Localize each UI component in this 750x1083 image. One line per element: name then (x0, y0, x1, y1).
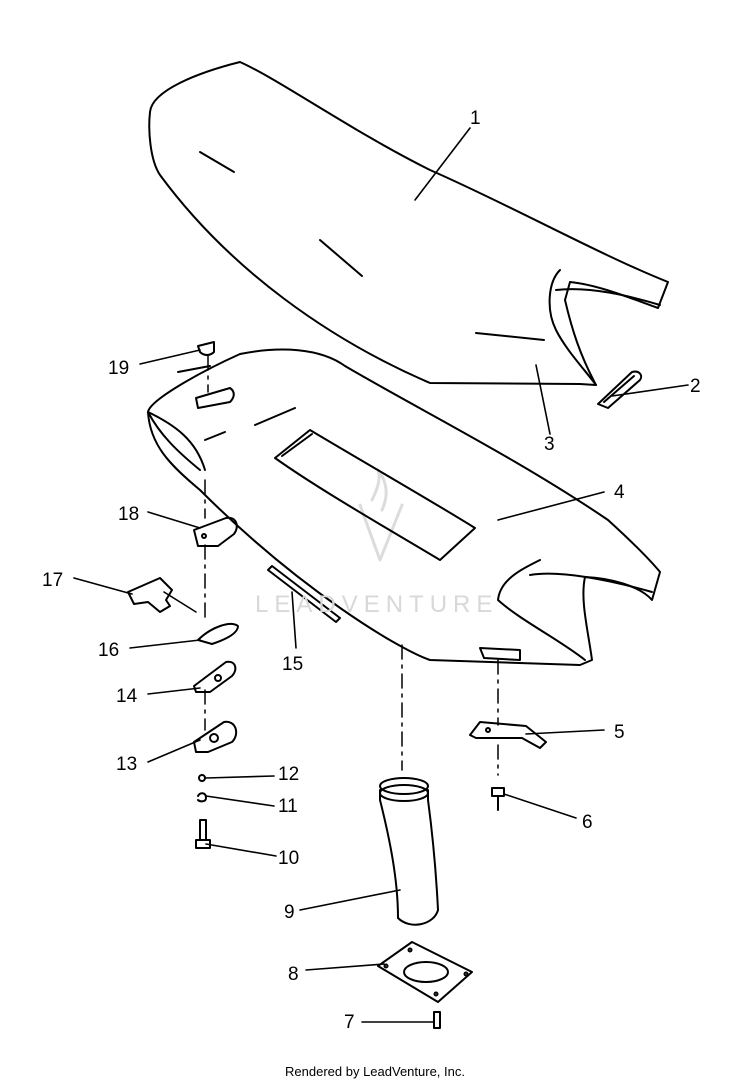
part-1-seat (148, 61, 669, 386)
part-7-screw (433, 1011, 441, 1029)
part-4-seat-base (147, 348, 661, 666)
part-17-latch (127, 577, 173, 613)
callout-9: 9 (284, 902, 295, 923)
part-15-strip (267, 565, 341, 623)
callout-7: 7 (344, 1012, 355, 1033)
callout-13: 13 (116, 754, 137, 775)
callout-5: 5 (614, 722, 625, 743)
part-6-screw (491, 787, 505, 811)
callout-16: 16 (98, 640, 119, 661)
leader-lines (73, 127, 689, 1023)
callout-4: 4 (614, 482, 625, 503)
callout-12: 12 (278, 764, 299, 785)
part-10-bolt (195, 819, 211, 849)
callout-17: 17 (42, 570, 63, 591)
callout-8: 8 (288, 964, 299, 985)
part-11-lock-washer (197, 792, 207, 803)
footer-credit: Rendered by LeadVenture, Inc. (285, 1064, 465, 1079)
part-18-bracket (193, 516, 238, 547)
part-13-grommet-plate (193, 720, 238, 753)
callout-18: 18 (118, 504, 139, 525)
callout-11: 11 (278, 796, 298, 817)
part-12-washer (198, 774, 206, 782)
part-14-plate (193, 660, 237, 693)
callout-6: 6 (582, 812, 593, 833)
part-9-air-duct (379, 777, 439, 926)
part-16-spring-clip (197, 622, 239, 645)
part-2-clip (597, 370, 643, 409)
callout-14: 14 (116, 686, 138, 707)
callout-10: 10 (278, 848, 299, 869)
assembly-lines (204, 355, 499, 776)
callout-19: 19 (108, 358, 129, 379)
callout-15: 15 (282, 654, 303, 675)
watermark-text: LEADVENTURE (255, 591, 498, 618)
part-8-gasket (377, 941, 473, 1003)
part-19-push-nut (197, 341, 215, 356)
callout-3: 3 (544, 434, 555, 455)
callout-labels: 1 2 3 4 5 6 7 8 9 10 11 12 13 14 15 16 1… (42, 108, 701, 1033)
callout-2: 2 (690, 376, 701, 397)
part-5-bracket (469, 721, 547, 749)
callout-1: 1 (470, 108, 481, 129)
